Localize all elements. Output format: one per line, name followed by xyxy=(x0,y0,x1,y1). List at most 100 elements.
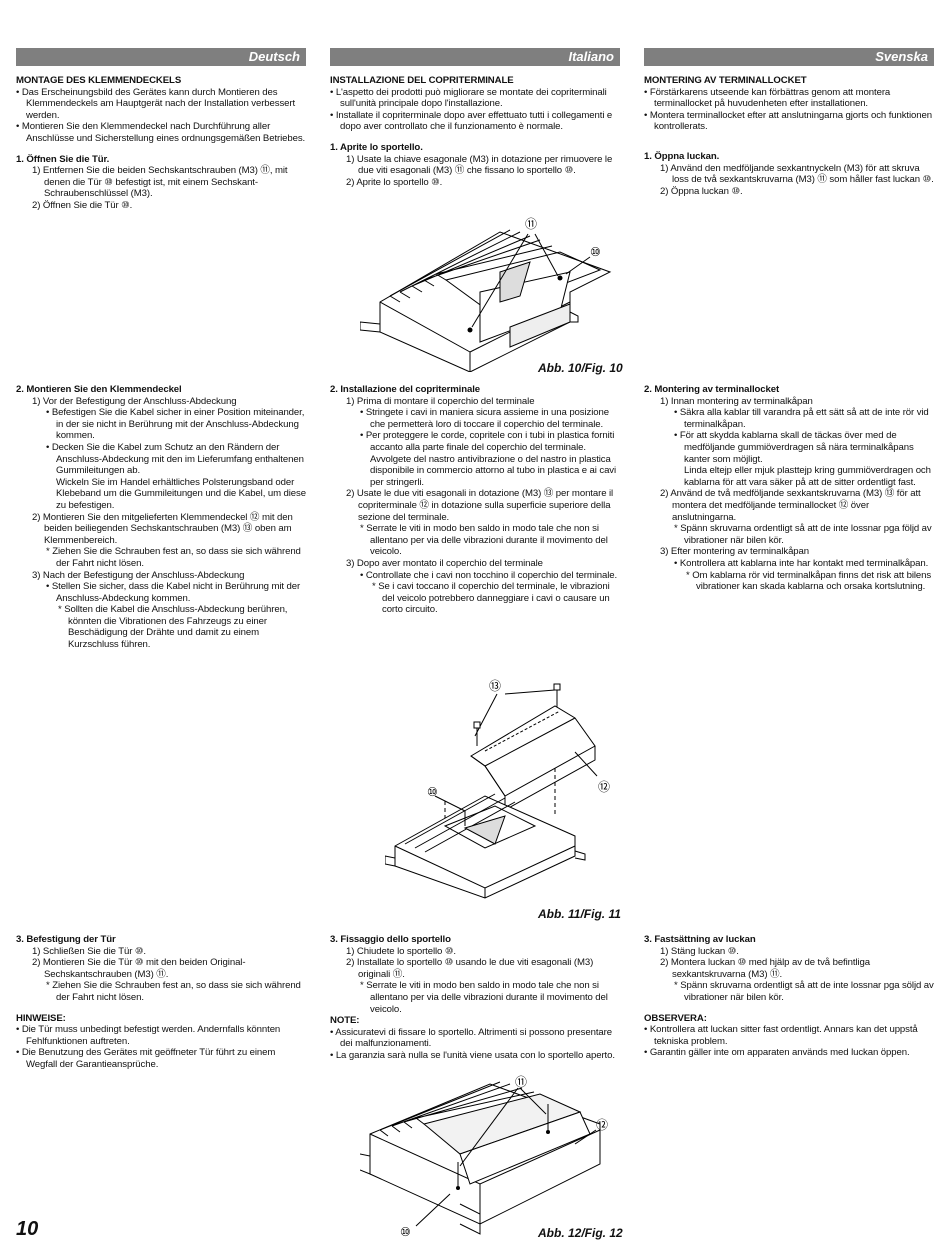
de-step1-item: 1) Entfernen Sie die beiden Sechskantsch… xyxy=(32,165,288,200)
it-section-step3: 3. Fissaggio dello sportello 1) Chiudete… xyxy=(330,934,620,1062)
it-step1-item: 1) Usate la chiave esagonale (M3) in dot… xyxy=(346,153,613,177)
it-step2-note: * Se i cavi toccano il coperchio del ter… xyxy=(372,581,610,616)
sv-step3-title: 3. Fastsättning av luckan xyxy=(644,934,756,945)
sv-step2-item: 1) Innan montering av terminalkåpan xyxy=(660,395,813,407)
it-step2-bullet: • Controllate che i cavi non tocchino il… xyxy=(360,569,618,581)
sv-step2-bullet: • För att skydda kablarna skall de täcka… xyxy=(674,430,914,465)
sv-step3-note: * Spänn skruvarna ordentligt så att de i… xyxy=(674,980,934,1003)
sv-step2-item: 3) Efter montering av terminalkåpan xyxy=(660,546,810,558)
de-notes-item: • Die Benutzung des Gerätes mit geöffnet… xyxy=(16,1047,276,1070)
callout-10: ⑩ xyxy=(427,785,438,799)
sv-step1-title: 1. Öppna luckan. xyxy=(644,150,720,162)
sv-step1-item: 1) Använd den medföljande sexkantnyckeln… xyxy=(660,162,934,186)
figure-11-caption: Abb. 11/Fig. 11 xyxy=(538,907,621,921)
de-step2-item: 1) Vor der Befestigung der Anschluss-Abd… xyxy=(32,395,237,407)
sv-step2-note: * Om kablarna rör vid terminalkåpan finn… xyxy=(686,569,932,593)
screw-icon xyxy=(456,1186,460,1190)
sv-step3-item: 2) Montera luckan ⑩ med hjälp av de två … xyxy=(660,957,870,980)
screw-icon xyxy=(557,275,563,281)
sv-section-intro: MONTERING AV TERMINALLOCKET • Förstärkar… xyxy=(644,75,934,197)
it-notes-title: NOTE: xyxy=(330,1015,360,1027)
it-intro-title: INSTALLAZIONE DEL COPRITERMINALE xyxy=(330,75,514,86)
sv-notes-title: OBSERVERA: xyxy=(644,1012,707,1024)
screw-icon xyxy=(546,1130,550,1134)
sv-notes-item: • Kontrollera att luckan sitter fast ord… xyxy=(644,1024,918,1047)
it-step2-item: 1) Prima di montare il coperchio del ter… xyxy=(346,395,535,407)
de-step2-bullet: • Decken Sie die Kabel zum Schutz an den… xyxy=(46,441,304,477)
it-notes-item: • Assicuratevi di fissare lo sportello. … xyxy=(330,1026,612,1050)
callout-10: ⑩ xyxy=(400,1225,411,1239)
de-step3-title: 3. Befestigung der Tür xyxy=(16,934,116,945)
sv-step2-bullet: • Säkra alla kablar till varandra på ett… xyxy=(674,407,929,430)
de-step2-item: 3) Nach der Befestigung der Anschluss-Ab… xyxy=(32,569,245,581)
language-header-deutsch: Deutsch xyxy=(16,48,306,66)
sv-step2-note: * Spänn skruvarna ordentligt så att de i… xyxy=(674,523,932,546)
it-step3-item: 2) Installate lo sportello ⑩ usando le d… xyxy=(346,957,594,980)
it-step2-bullet: • Stringete i cavi in maniera sicura ass… xyxy=(360,407,609,430)
sv-step2-title: 2. Montering av terminallocket xyxy=(644,384,780,395)
figure-10-amplifier-open-door: ⑪ ⑩ xyxy=(360,217,612,372)
it-step3-title: 3. Fissaggio dello sportello xyxy=(330,934,451,945)
sv-step1-item: 2) Öppna luckan ⑩. xyxy=(660,185,743,197)
de-section-step2: 2. Montieren Sie den Klemmendeckel 1) Vo… xyxy=(16,384,306,651)
it-section-intro: INSTALLAZIONE DEL COPRITERMINALE • L'asp… xyxy=(330,75,620,188)
it-step2-bullet: • Per proteggere le corde, copritele con… xyxy=(360,430,615,453)
de-step1-title: 1. Öffnen Sie die Tür. xyxy=(16,153,110,165)
callout-12: ⑫ xyxy=(596,1118,608,1132)
de-step2-bullet: • Stellen Sie sicher, dass die Kabel nic… xyxy=(46,581,301,604)
sv-step2-bullet-cont: Linda eltejp eller mjuk plasttejp kring … xyxy=(684,465,931,488)
sv-intro-bullet: • Montera terminallocket efter att anslu… xyxy=(644,109,932,133)
callout-12: ⑫ xyxy=(598,780,610,794)
column-svenska: Svenska xyxy=(644,48,934,66)
sv-notes-item: • Garantin gäller inte om apparaten anvä… xyxy=(644,1047,910,1059)
it-intro-bullet: • Installate il copriterminale dopo aver… xyxy=(330,109,613,133)
language-header-italiano: Italiano xyxy=(330,48,620,66)
de-section-intro: MONTAGE DES KLEMMENDECKELS • Das Erschei… xyxy=(16,75,306,212)
de-step3-item: 1) Schließen Sie die Tür ⑩. xyxy=(32,945,146,957)
screw-icon xyxy=(467,327,473,333)
sv-intro-title: MONTERING AV TERMINALLOCKET xyxy=(644,75,807,86)
de-notes-item: • Die Tür muss unbedingt befestigt werde… xyxy=(16,1024,281,1047)
it-step2-bullet-cont: Avvolgete del nastro antivibrazione o de… xyxy=(370,453,617,488)
it-step1-title: 1. Aprite lo sportello. xyxy=(330,141,423,153)
column-deutsch: Deutsch xyxy=(16,48,306,66)
it-step3-note: * Serrate le viti in modo ben saldo in m… xyxy=(360,980,608,1015)
it-step1-item: 2) Aprite lo sportello ⑩. xyxy=(346,176,443,188)
it-notes-item: • La garanzia sarà nulla se l'unità vien… xyxy=(330,1049,615,1061)
sv-section-step3: 3. Fastsättning av luckan 1) Stäng lucka… xyxy=(644,934,934,1059)
figure-10-caption: Abb. 10/Fig. 10 xyxy=(538,361,623,375)
de-step3-note: * Ziehen Sie die Schrauben fest an, so d… xyxy=(46,980,301,1003)
de-step2-note: * Sollten die Kabel die Anschluss-Abdeck… xyxy=(58,604,288,651)
sv-step3-item: 1) Stäng luckan ⑩. xyxy=(660,945,739,957)
sv-section-step2: 2. Montering av terminallocket 1) Innan … xyxy=(644,384,934,593)
sv-intro-bullet: • Förstärkarens utseende kan förbättras … xyxy=(644,86,891,110)
de-step2-item: 2) Montieren Sie den mitgelieferten Klem… xyxy=(32,511,293,546)
figure-12-door-closed: ⑪ ⑫ ⑩ xyxy=(360,1075,608,1239)
figure-11-terminal-cover: ⑬ ⑩ ⑫ xyxy=(385,679,610,899)
language-header-svenska: Svenska xyxy=(644,48,934,66)
it-step3-item: 1) Chiudete lo sportello ⑩. xyxy=(346,945,456,957)
callout-13: ⑬ xyxy=(489,679,501,693)
it-intro-bullet: • L'aspetto dei prodotti può migliorare … xyxy=(330,86,607,110)
de-intro-title: MONTAGE DES KLEMMENDECKELS xyxy=(16,75,182,86)
figure-12-caption: Abb. 12/Fig. 12 xyxy=(538,1226,623,1240)
it-step2-title: 2. Installazione del copriterminale xyxy=(330,384,481,395)
it-step2-note: * Serrate le viti in modo ben saldo in m… xyxy=(360,523,608,558)
de-section-step3: 3. Befestigung der Tür 1) Schließen Sie … xyxy=(16,934,306,1071)
de-step2-note: * Ziehen Sie die Schrauben fest an, so d… xyxy=(46,546,301,569)
callout-11: ⑪ xyxy=(525,217,537,231)
sv-step2-item: 2) Använd de två medföljande sexkantskru… xyxy=(660,488,921,523)
it-section-step2: 2. Installazione del copriterminale 1) P… xyxy=(330,384,620,616)
de-step1-item: 2) Öffnen Sie die Tür ⑩. xyxy=(32,199,133,211)
sv-step2-bullet: • Kontrollera att kablarna inte har kont… xyxy=(674,557,929,569)
de-step2-bullet: • Befestigen Sie die Kabel sicher in ein… xyxy=(46,407,305,442)
page-number: 10 xyxy=(16,1218,39,1240)
it-step2-item: 3) Dopo aver montato il coperchio del te… xyxy=(346,557,543,569)
de-step2-title: 2. Montieren Sie den Klemmendeckel xyxy=(16,384,182,395)
de-notes-title: HINWEISE: xyxy=(16,1012,66,1024)
it-step2-item: 2) Usate le due viti esagonali in dotazi… xyxy=(346,488,614,523)
de-intro-bullet: • Das Erscheinungsbild des Gerätes kann … xyxy=(16,86,296,121)
de-step2-bullet-cont: Wickeln Sie im Handel erhältliches Polst… xyxy=(56,476,306,511)
column-italiano: Italiano xyxy=(330,48,620,66)
de-step3-item: 2) Montieren Sie die Tür ⑩ mit den beide… xyxy=(32,957,246,980)
